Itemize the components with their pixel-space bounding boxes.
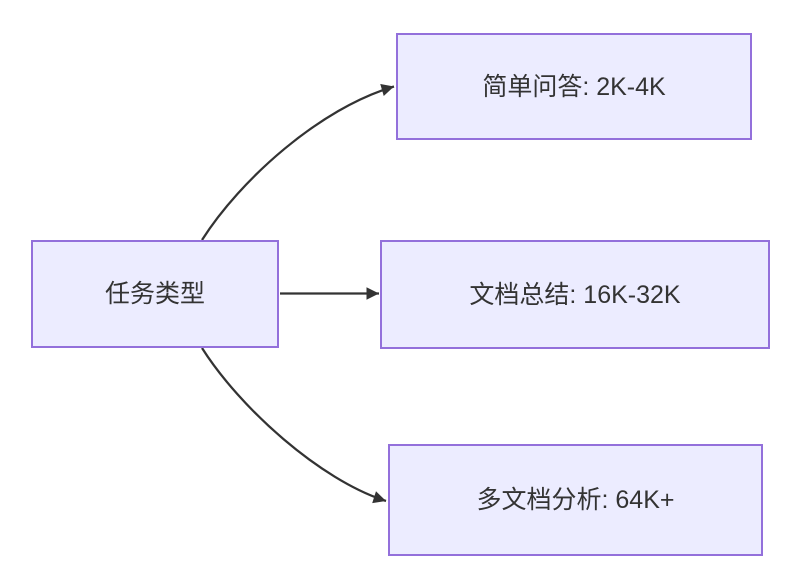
node-multi-doc-label: 多文档分析: 64K+ (476, 486, 675, 514)
node-multi-doc: 多文档分析: 64K+ (388, 444, 763, 556)
edge-task-to-multi-doc (201, 347, 387, 504)
node-task-type: 任务类型 (31, 240, 279, 348)
node-simple-qa: 简单问答: 2K-4K (396, 33, 752, 140)
node-task-type-label: 任务类型 (104, 280, 205, 308)
node-simple-qa-label: 简单问答: 2K-4K (482, 72, 666, 101)
node-doc-summary: 文档总结: 16K-32K (380, 240, 770, 349)
edge-task-to-simple-qa (201, 83, 395, 241)
node-doc-summary-label: 文档总结: 16K-32K (469, 280, 681, 309)
